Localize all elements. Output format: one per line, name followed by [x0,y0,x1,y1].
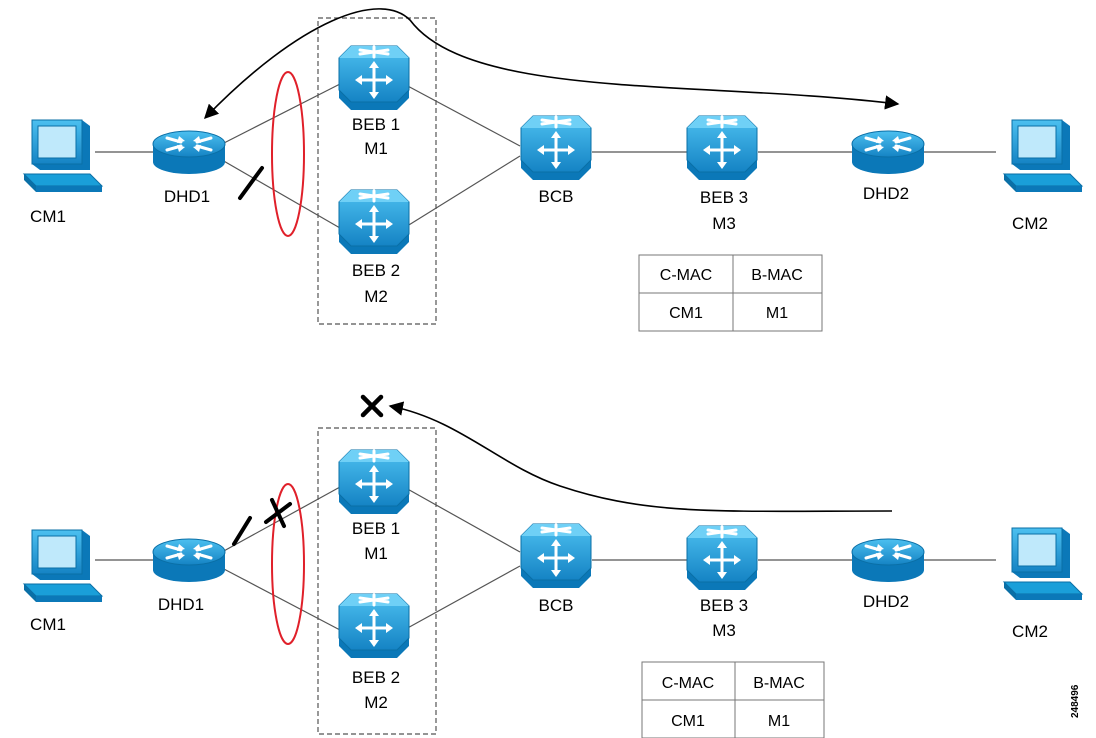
top-diagram: CM1 DHD1 BEB 1 M1 BEB 2 M2 BCB BEB 3 M3 … [23,8,1083,332]
bottom-dhd1-label: DHD1 [158,595,204,614]
bottom-table-cell-cmac: CM1 [671,713,705,730]
bottom-cm1-icon [23,529,103,603]
top-beb2-label: BEB 2 [352,261,400,280]
top-ring [271,71,305,237]
bottom-diagram: CM1 DHD1 BEB 1 M1 BEB 2 M2 BCB BEB 3 M3 … [23,394,1083,738]
top-beb2-icon [337,188,411,256]
top-table-cell-cmac: CM1 [669,305,703,322]
bottom-beb2-mac: M2 [364,693,388,712]
top-traffic-arrow [203,8,900,120]
bottom-dhd2-label: DHD2 [863,592,909,611]
bottom-cm2-label: CM2 [1012,622,1048,641]
top-dhd2-icon [850,129,926,176]
bottom-break-mark [232,516,252,546]
bottom-link-x-mark [264,498,292,528]
bottom-bcb-icon [519,522,593,590]
bottom-beb3-icon [685,524,759,592]
top-cm2-label: CM2 [1012,214,1048,233]
bottom-beb-group-box [317,427,437,735]
top-bcb-icon [519,114,593,182]
top-dhd1-icon [151,129,227,176]
bottom-ring [271,483,305,645]
top-break-mark [238,166,264,200]
bottom-table-header-cmac: C-MAC [662,675,714,692]
top-bcb-label: BCB [539,187,574,206]
bottom-links [95,486,996,631]
bottom-beb1-label: BEB 1 [352,519,400,538]
top-cm1-icon [23,119,103,193]
top-beb1-mac: M1 [364,139,388,158]
bottom-mac-table [641,661,825,738]
top-table-cell-bmac: M1 [766,305,788,322]
bottom-beb1-icon [337,448,411,516]
bottom-beb3-mac: M3 [712,621,736,640]
bottom-table-header-bmac: B-MAC [753,675,805,692]
bottom-beb3-label: BEB 3 [700,596,748,615]
top-cm1-label: CM1 [30,207,66,226]
top-table-header-bmac: B-MAC [751,267,803,284]
bottom-dhd2-icon [850,537,926,584]
bottom-beb2-label: BEB 2 [352,668,400,687]
bottom-beb1-mac: M1 [364,544,388,563]
bottom-cm1-label: CM1 [30,615,66,634]
top-beb-group-box [317,17,437,325]
top-mac-table [638,254,823,332]
top-dhd1-label: DHD1 [164,187,210,206]
bottom-cm2-icon [1003,527,1083,601]
top-beb1-label: BEB 1 [352,115,400,134]
bottom-beb2-icon [337,592,411,660]
top-beb3-label: BEB 3 [700,188,748,207]
top-beb3-icon [685,114,759,182]
top-table-header-cmac: C-MAC [660,267,712,284]
top-cm2-icon [1003,119,1083,193]
bottom-bcb-label: BCB [539,596,574,615]
figure-id: 248496 [1070,684,1081,718]
top-links [95,83,996,229]
bottom-dhd1-icon [151,537,227,584]
bottom-table-cell-bmac: M1 [768,713,790,730]
bottom-traffic-arrow [388,401,893,513]
bottom-blocked-x-mark [360,394,384,418]
top-beb1-icon [337,44,411,112]
top-beb2-mac: M2 [364,287,388,306]
top-beb3-mac: M3 [712,214,736,233]
top-dhd2-label: DHD2 [863,184,909,203]
